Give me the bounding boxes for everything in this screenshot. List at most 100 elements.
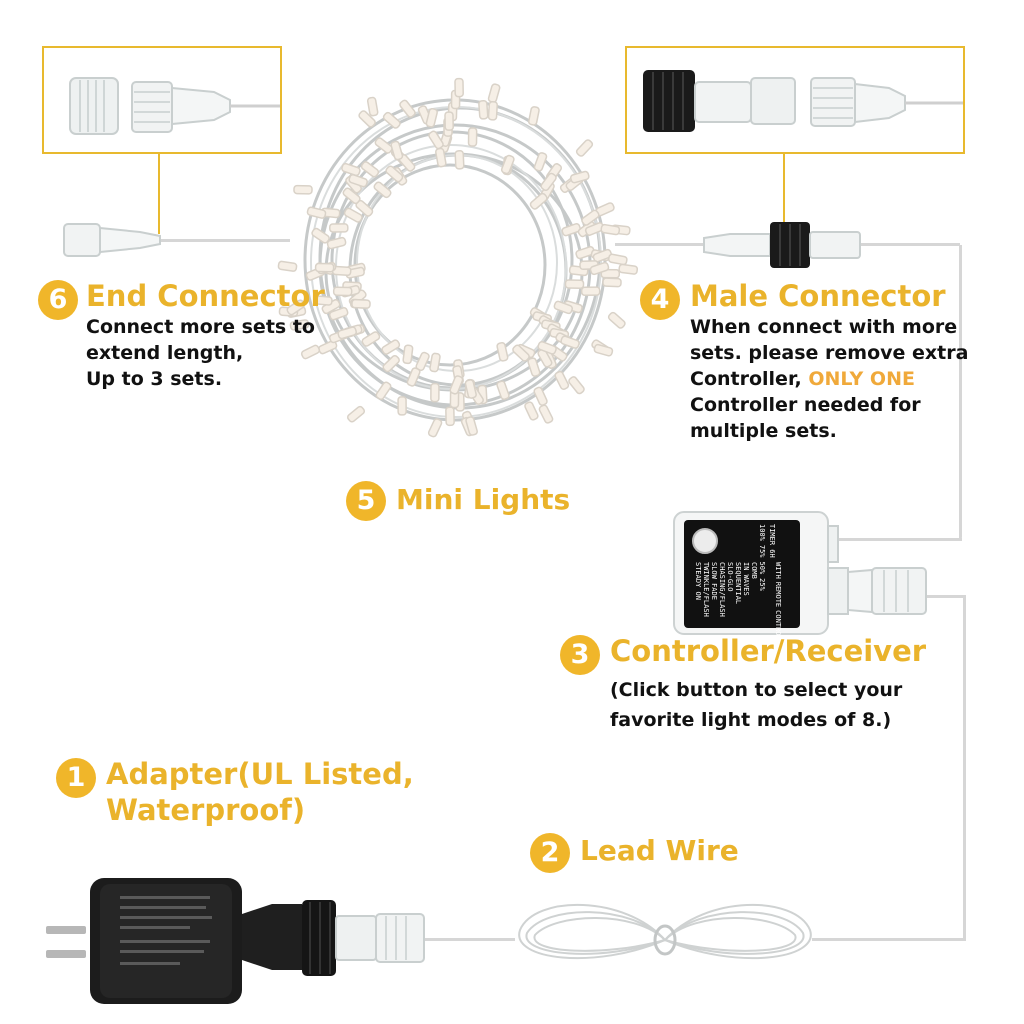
end-connector-detail-box	[42, 46, 282, 154]
led-bulb	[500, 154, 515, 175]
led-bulb	[328, 306, 349, 321]
adapter-title-line-2: Waterproof)	[106, 793, 306, 827]
badge-6: 6	[38, 280, 78, 320]
led-bulb	[346, 405, 366, 423]
led-bulb	[289, 319, 310, 331]
led-bulb	[533, 152, 548, 172]
led-bulb	[381, 339, 401, 355]
controller-line-1: (Click button to select your	[610, 679, 903, 701]
wire-right	[615, 243, 715, 246]
male-connector-pointer	[783, 154, 785, 224]
led-bulb	[527, 106, 540, 126]
led-bulb	[449, 375, 464, 395]
led-bulb	[496, 380, 510, 400]
mode-4: CHASING/FLASH	[718, 562, 726, 617]
led-bulb	[564, 279, 585, 290]
remote-0: WITH	[774, 562, 782, 579]
mode-6: TWINKLE/FLASH	[702, 562, 710, 617]
led-bulb	[575, 139, 594, 157]
level-100: 100%	[758, 524, 766, 541]
end-connector-line-3: Up to 3 sets.	[86, 368, 223, 390]
mode-3: SLO-GLO	[726, 562, 734, 592]
led-bulb	[554, 370, 570, 390]
led-bulb	[589, 261, 610, 276]
wire-adapter-out	[425, 938, 515, 941]
led-bulb	[397, 396, 407, 416]
led-bulb	[341, 162, 361, 177]
led-bulb	[478, 99, 489, 120]
led-bulb	[399, 99, 416, 118]
led-bulb	[373, 181, 392, 199]
mode-0: COMB	[750, 562, 758, 579]
level-75: 75%	[758, 544, 766, 558]
led-bulb	[529, 192, 548, 210]
led-bulb	[360, 161, 380, 178]
male-connector-line-1: When connect with more	[690, 316, 958, 338]
led-coil-image	[277, 77, 639, 438]
led-bulb	[444, 111, 454, 131]
led-bulb	[306, 206, 327, 219]
end-connector-line-1: Connect more sets to	[86, 316, 315, 338]
led-bulb	[487, 83, 501, 103]
led-bulb	[607, 311, 626, 329]
adapter-title: Adapter(UL Listed, Waterproof)	[106, 756, 414, 828]
led-bulb	[277, 260, 298, 272]
controller-title: Controller/Receiver	[610, 634, 927, 668]
led-bulb	[602, 277, 622, 288]
controller-timer: TIMER 6H	[768, 524, 776, 558]
mode-7: STEADY ON	[694, 562, 702, 600]
led-bulb	[467, 127, 478, 147]
led-bulb	[351, 298, 371, 309]
controller-label-text: TIMER 6H 100% 75% 50% 25% COMB IN WAVES …	[686, 522, 798, 640]
end-connector-pointer	[158, 154, 160, 234]
led-bulb	[332, 286, 353, 297]
led-bulb	[512, 344, 530, 362]
led-bulb	[454, 77, 464, 98]
badge-3: 3	[560, 635, 600, 675]
led-bulb	[593, 343, 614, 357]
led-bulb	[286, 299, 306, 316]
remote-1: REMOTE	[774, 581, 782, 608]
end-connector-desc: Connect more sets to extend length, Up t…	[86, 314, 315, 392]
led-bulb	[618, 263, 639, 275]
led-bulb	[527, 357, 541, 377]
male-connector-image	[643, 70, 963, 132]
led-bulb	[524, 401, 539, 421]
led-bulb	[600, 223, 621, 236]
wire-male-right	[860, 243, 960, 246]
led-bulb	[406, 367, 421, 387]
led-bulb	[553, 300, 574, 315]
mini-lights-title: Mini Lights	[396, 483, 571, 516]
only-one-highlight: ONLY ONE	[808, 368, 915, 390]
led-bulb	[580, 286, 601, 297]
male-connector-line-3: Controller, ONLY ONE	[690, 366, 968, 392]
male-connector-desc: When connect with more sets. please remo…	[690, 314, 968, 444]
led-bulb	[375, 381, 392, 401]
led-bulb	[428, 130, 444, 150]
led-bulb	[361, 331, 381, 347]
badge-2: 2	[530, 833, 570, 873]
controller-button[interactable]	[692, 528, 718, 554]
mode-5: SLOW FADE	[710, 562, 718, 600]
badge-1: 1	[56, 758, 96, 798]
male-connector-line-5: multiple sets.	[690, 420, 837, 442]
mode-2: SEQUENTIAL	[734, 562, 742, 605]
male-connector-line-4: Controller needed for	[690, 394, 921, 416]
led-bulb	[487, 101, 498, 121]
led-bulb	[607, 253, 628, 266]
led-bulb	[390, 140, 404, 161]
led-bulb	[402, 344, 414, 365]
wire-lead-join	[812, 938, 966, 941]
end-connector-title: End Connector	[86, 279, 325, 313]
led-bulb	[445, 406, 455, 427]
led-bulb	[343, 207, 363, 223]
led-bulb	[313, 295, 333, 306]
end-connector-line-2: extend length,	[86, 342, 244, 364]
controller-box-image: TIMER 6H 100% 75% 50% 25% COMB IN WAVES …	[672, 510, 927, 640]
led-bulb	[568, 376, 585, 395]
level-25: 25%	[758, 578, 766, 591]
led-bulb	[581, 209, 600, 226]
wire-left	[160, 239, 290, 242]
led-bulb	[329, 223, 349, 233]
led-bulb	[570, 170, 590, 184]
